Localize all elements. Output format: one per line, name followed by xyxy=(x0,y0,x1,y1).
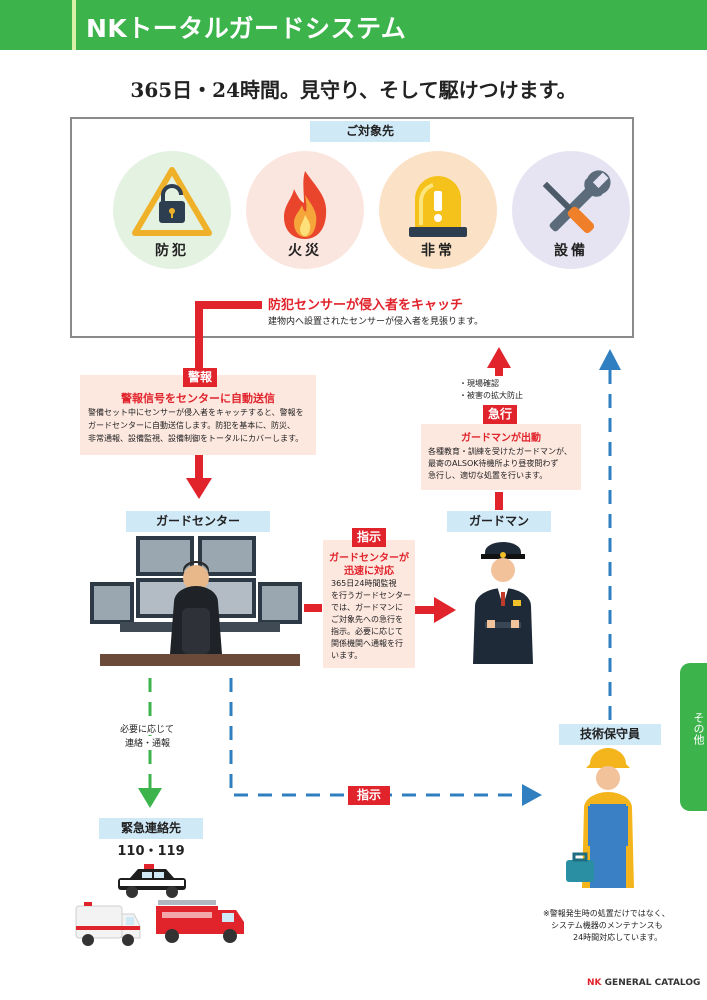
alarm-text-2: ガードセンターに自動送信します。防犯を基本に、防災、 xyxy=(88,421,295,430)
instruction-text-7: います。 xyxy=(331,651,363,660)
target-label-alert: 非常 xyxy=(421,243,455,259)
dispatch-tag: 指示 xyxy=(348,786,390,805)
instruction-text-1: 365日24時間監視 xyxy=(331,579,397,588)
alarm-text-1: 警備セット中にセンサーが侵入者をキャッチすると、警報を xyxy=(88,408,304,417)
guardman-dispatch-box xyxy=(421,424,581,490)
sensor-text: 建物内へ設置されたセンサーが侵入者を見張ります。 xyxy=(268,317,484,327)
technician-text-2: システム機器のメンテナンスも xyxy=(551,921,663,930)
guardman-label: ガードマン xyxy=(447,511,551,532)
target-circle-crime xyxy=(113,151,231,269)
footer-logo: NK GENERAL CATALOG xyxy=(587,978,700,988)
emergency-note-1: 必要に応じて xyxy=(118,722,177,735)
technician-illustration xyxy=(566,748,634,888)
guardman-tag: 急行 xyxy=(483,405,517,424)
instruction-text-3: では、ガードマンに xyxy=(331,603,403,612)
target-label-equipment: 設備 xyxy=(554,243,588,259)
guardman-note-1: ・現場確認 xyxy=(459,379,499,388)
technician-text-3: 24時間対応しています。 xyxy=(573,933,663,942)
target-circle-equipment xyxy=(512,151,630,269)
emergency-siren-icon xyxy=(409,176,467,237)
footer-catalog: GENERAL CATALOG xyxy=(604,978,701,988)
instruction-box xyxy=(323,540,415,668)
instruction-text-6: 関係機関へ通報を行 xyxy=(331,639,403,648)
instruction-title-2: 迅速に対応 xyxy=(344,566,394,577)
target-label: ご対象先 xyxy=(310,121,430,142)
emergency-note-2: 連絡・通報 xyxy=(123,736,173,749)
police-car-icon xyxy=(118,864,186,898)
guardman-illustration xyxy=(473,542,533,664)
technician-label: 技術保守員 xyxy=(559,724,661,745)
guard-center-monitors-illustration xyxy=(90,536,302,666)
header-bar xyxy=(0,0,707,50)
wrench-screwdriver-icon xyxy=(542,170,611,234)
guardman-text-2: 最寄のALSOK待機所より昼夜問わず xyxy=(428,459,559,468)
alarm-tag: 警報 xyxy=(183,368,217,387)
alarm-title: 警報信号をセンターに自動送信 xyxy=(121,392,275,405)
fire-truck-icon xyxy=(156,900,244,943)
footer-brand: NK xyxy=(587,978,602,988)
guardman-text-3: 急行し、適切な処置を行います。 xyxy=(428,471,548,480)
instruction-text-2: を行うガードセンター xyxy=(331,591,411,600)
instruction-title-1: ガードセンターが xyxy=(329,553,409,564)
instruction-text-5: 指示。必要に応じて xyxy=(331,627,403,636)
alarm-box xyxy=(80,375,316,455)
guardman-note-2: ・被害の拡大防止 xyxy=(459,391,523,400)
target-circle-fire xyxy=(246,151,364,269)
flame-icon xyxy=(284,171,327,239)
guardman-text-1: 各種教育・訓練を受けたガードマンが、 xyxy=(428,447,572,456)
side-tab[interactable] xyxy=(680,663,707,811)
sensor-title: 防犯センサーが侵入者をキャッチ xyxy=(268,298,464,313)
technician-text-1: ※警報発生時の処置だけではなく、 xyxy=(543,909,670,918)
side-tab-label: その他 xyxy=(692,712,705,745)
ambulance-icon xyxy=(75,902,141,946)
emergency-label: 緊急連絡先 xyxy=(99,818,203,839)
target-box xyxy=(70,117,634,338)
instruction-text-4: ご対象先への急行を xyxy=(331,615,403,624)
page-subtitle: 365日・24時間。見守り、そして駆けつけます。 xyxy=(130,78,577,102)
guardman-title: ガードマンが出動 xyxy=(461,433,541,444)
guard-center-label: ガードセンター xyxy=(126,511,270,532)
padlock-warning-icon xyxy=(132,167,212,236)
target-circle-emergency xyxy=(379,151,497,269)
emergency-numbers: 110・119 xyxy=(117,844,185,859)
alarm-text-3: 非常通報、設備監視、設備制御をトータルにカバーします。 xyxy=(88,434,304,443)
instruction-tag: 指示 xyxy=(352,528,386,547)
page-title: NKトータルガードシステム xyxy=(86,14,407,43)
header-accent xyxy=(72,0,76,50)
target-label-crime: 防犯 xyxy=(155,243,189,259)
target-label-fire: 火災 xyxy=(288,243,322,259)
